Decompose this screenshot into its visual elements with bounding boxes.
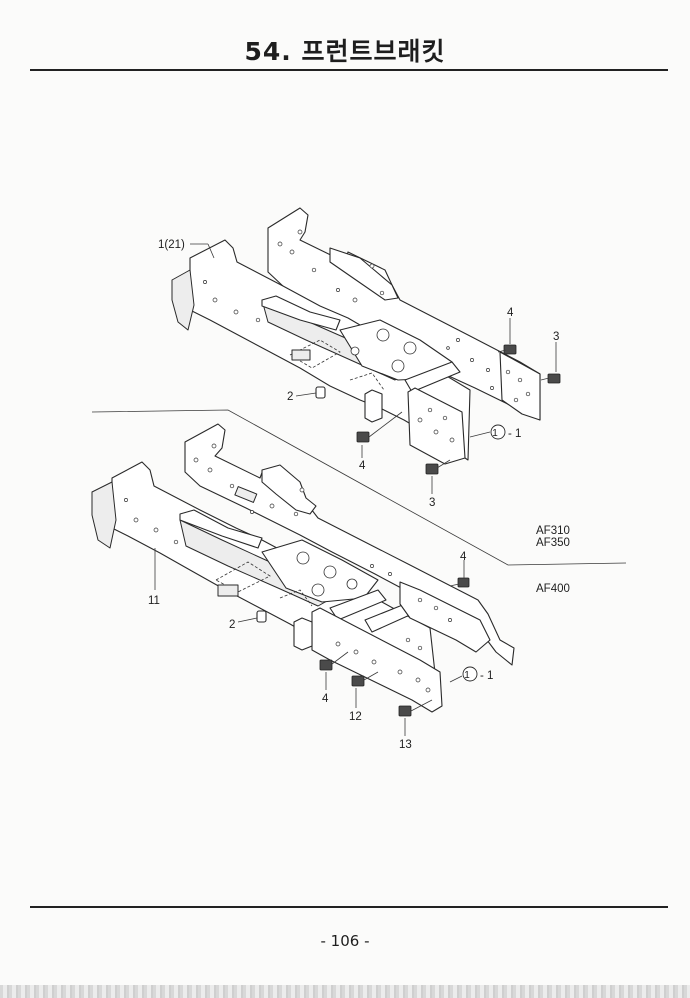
label-lower-bolt-right: 4 <box>460 551 467 563</box>
label-lower-main-frame: 11 <box>148 595 160 607</box>
label-model-af400: AF400 <box>536 583 570 595</box>
upper-bolt-right-top-icon <box>497 344 517 355</box>
label-lower-bolt-a: 4 <box>322 693 329 705</box>
label-lower-bolt-b: 12 <box>349 711 362 723</box>
label-model-af310: AF310 <box>536 525 570 537</box>
scan-edge-strip <box>0 985 690 998</box>
label-upper-bolt-mid: 4 <box>359 460 366 472</box>
model-pointer-lines <box>91 409 627 566</box>
label-lower-ref-suffix: - 1 <box>480 670 493 682</box>
lower-bolt-c-icon <box>398 699 433 717</box>
label-upper-bolt-right: 3 <box>553 331 559 343</box>
label-lower-pin: 2 <box>229 619 235 631</box>
lower-bolt-b-icon <box>351 671 379 687</box>
header-rule <box>30 69 668 71</box>
lower-front-bracket <box>91 423 515 736</box>
upper-front-bracket <box>171 207 561 494</box>
lower-bolt-right-icon <box>449 577 470 588</box>
upper-pin-icon <box>315 386 326 399</box>
label-model-af350: AF350 <box>536 537 570 549</box>
label-upper-bolt-bottom: 3 <box>429 497 435 509</box>
label-upper-bolt-top: 4 <box>507 307 514 319</box>
label-upper-ref-suffix: - 1 <box>508 428 521 440</box>
label-upper-pin: 2 <box>287 391 293 403</box>
upper-bolt-mid-icon <box>356 411 403 443</box>
page-title: 54. 프런트브래킷 <box>244 37 446 66</box>
page-number: - 106 - <box>320 932 370 950</box>
label-lower-ref-circle: 1 <box>464 670 470 681</box>
upper-bolt-bottom-icon <box>425 459 451 475</box>
footer-rule <box>30 906 668 908</box>
lower-pin-icon <box>256 610 267 623</box>
label-lower-bolt-c: 13 <box>399 739 412 751</box>
lower-bolt-a-icon <box>319 651 349 671</box>
upper-bolt-right-icon <box>540 373 561 384</box>
label-upper-ref-circle: 1 <box>492 428 498 439</box>
label-upper-main-frame: 1(21) <box>158 239 185 251</box>
